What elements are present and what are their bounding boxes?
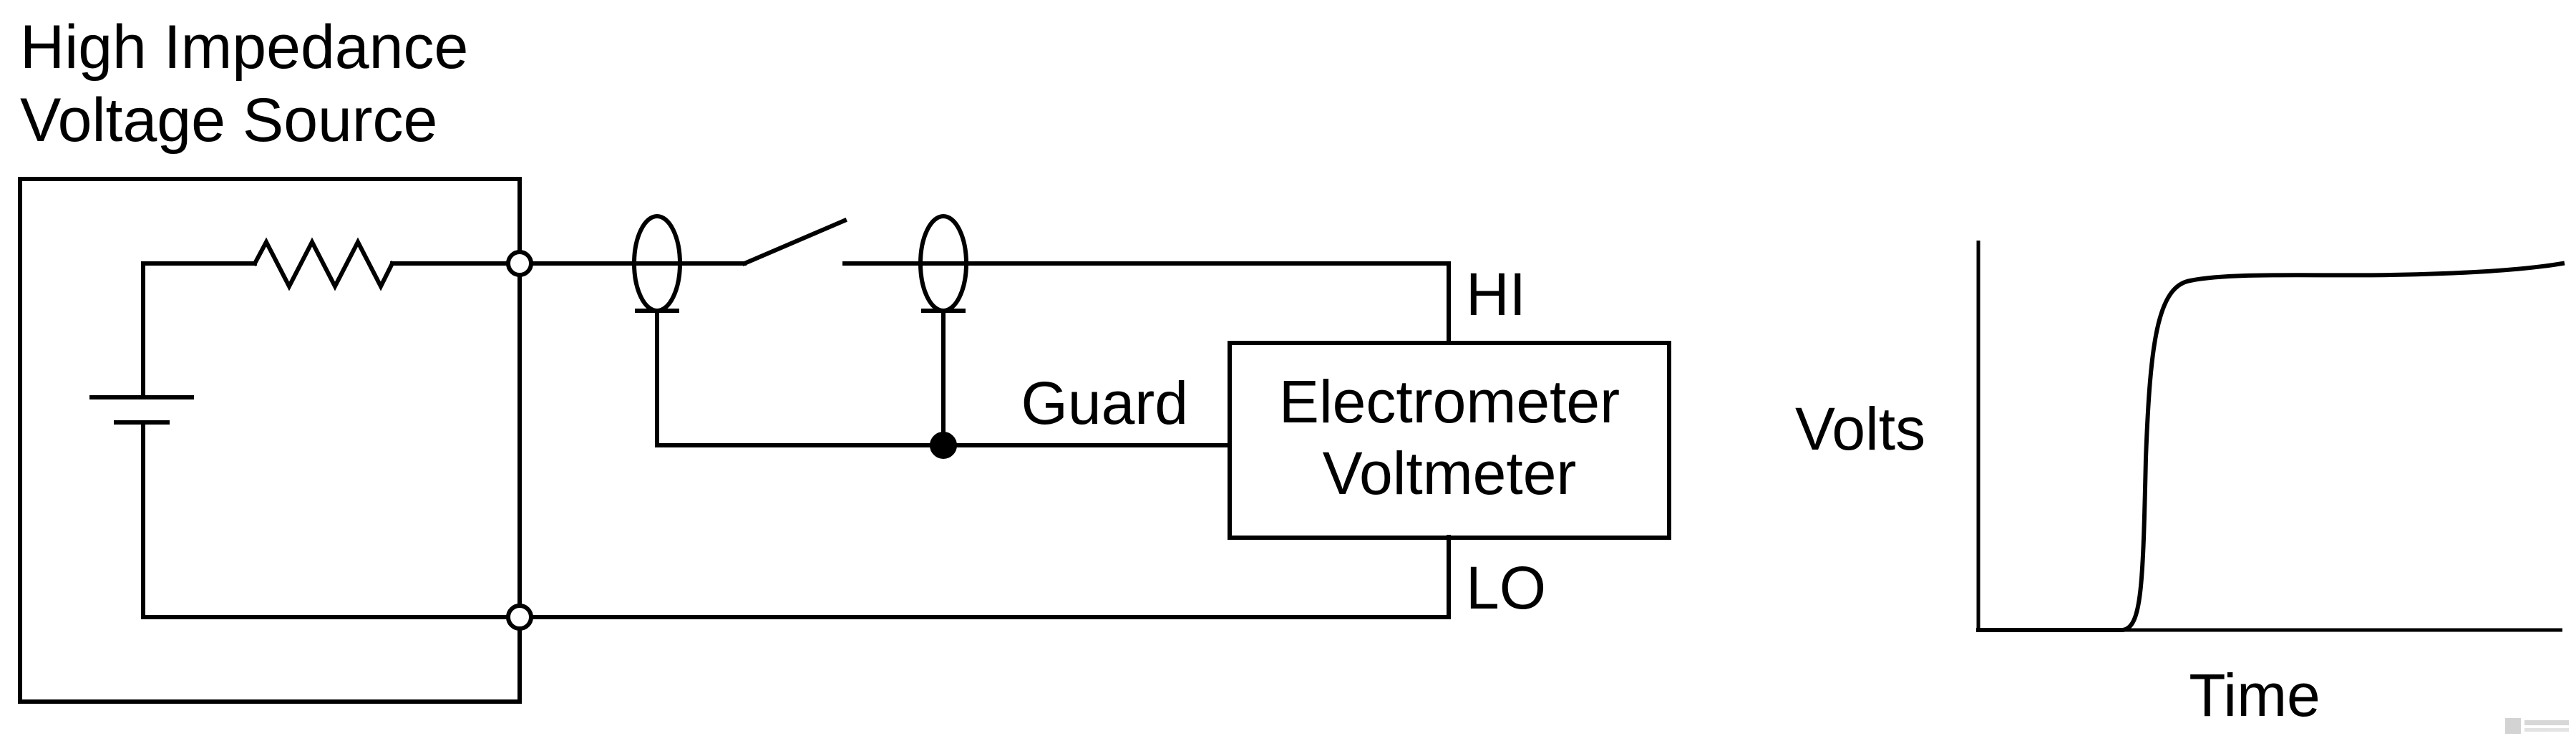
source-internal-wiring — [89, 237, 522, 619]
source-title-line1: High Impedance — [20, 13, 468, 82]
source-enclosure — [18, 177, 522, 704]
electrometer-box — [1228, 341, 1671, 540]
source-title-line2: Voltage Source — [20, 86, 437, 155]
watermark-logo — [2505, 718, 2569, 734]
guard-junction — [930, 432, 957, 459]
lo-terminal-label: LO — [1466, 554, 1546, 621]
graph-y-label: Volts — [1795, 395, 1925, 462]
guard-label: Guard — [1021, 369, 1188, 437]
hi-signal-path — [529, 218, 1451, 343]
source-output-terminal-hi — [506, 250, 533, 277]
voltage-step-curve — [1976, 261, 2565, 632]
source-output-terminal-lo — [506, 604, 533, 631]
voltage-time-graph: Volts Time — [1795, 241, 2565, 729]
graph-x-label: Time — [2189, 662, 2320, 729]
resistor — [251, 237, 396, 291]
meter-label-line2: Voltmeter — [1323, 440, 1577, 507]
lo-signal-path — [529, 535, 1451, 619]
hi-terminal-label: HI — [1466, 261, 1526, 328]
switch-blade — [742, 218, 847, 266]
meter-label-line1: Electrometer — [1279, 368, 1620, 435]
